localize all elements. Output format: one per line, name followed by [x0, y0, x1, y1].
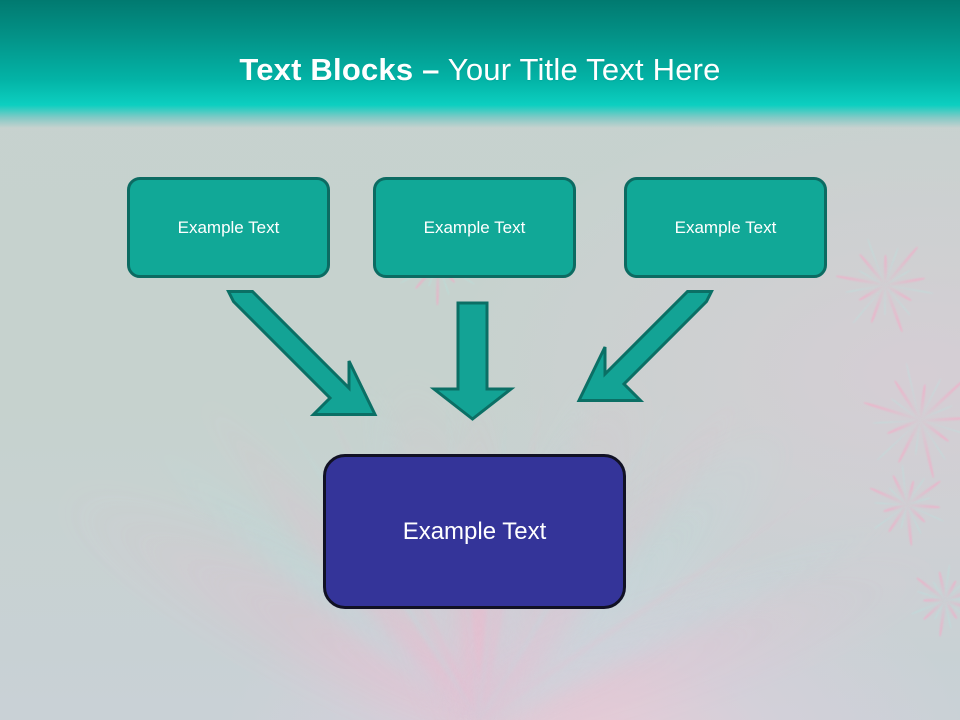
- page-title-bold: Text Blocks –: [239, 52, 440, 87]
- top-node-1[interactable]: Example Text: [127, 177, 330, 278]
- top-node-2-label: Example Text: [423, 217, 526, 237]
- background-fractal-flower: [830, 230, 940, 340]
- bottom-node[interactable]: Example Text: [323, 454, 626, 609]
- top-node-1-label: Example Text: [177, 217, 280, 237]
- background-fractal-flower: [905, 560, 960, 640]
- page-title-rest: Your Title Text Here: [439, 52, 721, 87]
- background-fractal-flower: [862, 460, 952, 550]
- top-node-3[interactable]: Example Text: [624, 177, 827, 278]
- top-node-2[interactable]: Example Text: [373, 177, 576, 278]
- bottom-node-label: Example Text: [402, 517, 547, 545]
- page-title: Text Blocks – Your Title Text Here: [0, 51, 960, 89]
- top-node-3-label: Example Text: [674, 217, 777, 237]
- title-banner: [0, 0, 960, 128]
